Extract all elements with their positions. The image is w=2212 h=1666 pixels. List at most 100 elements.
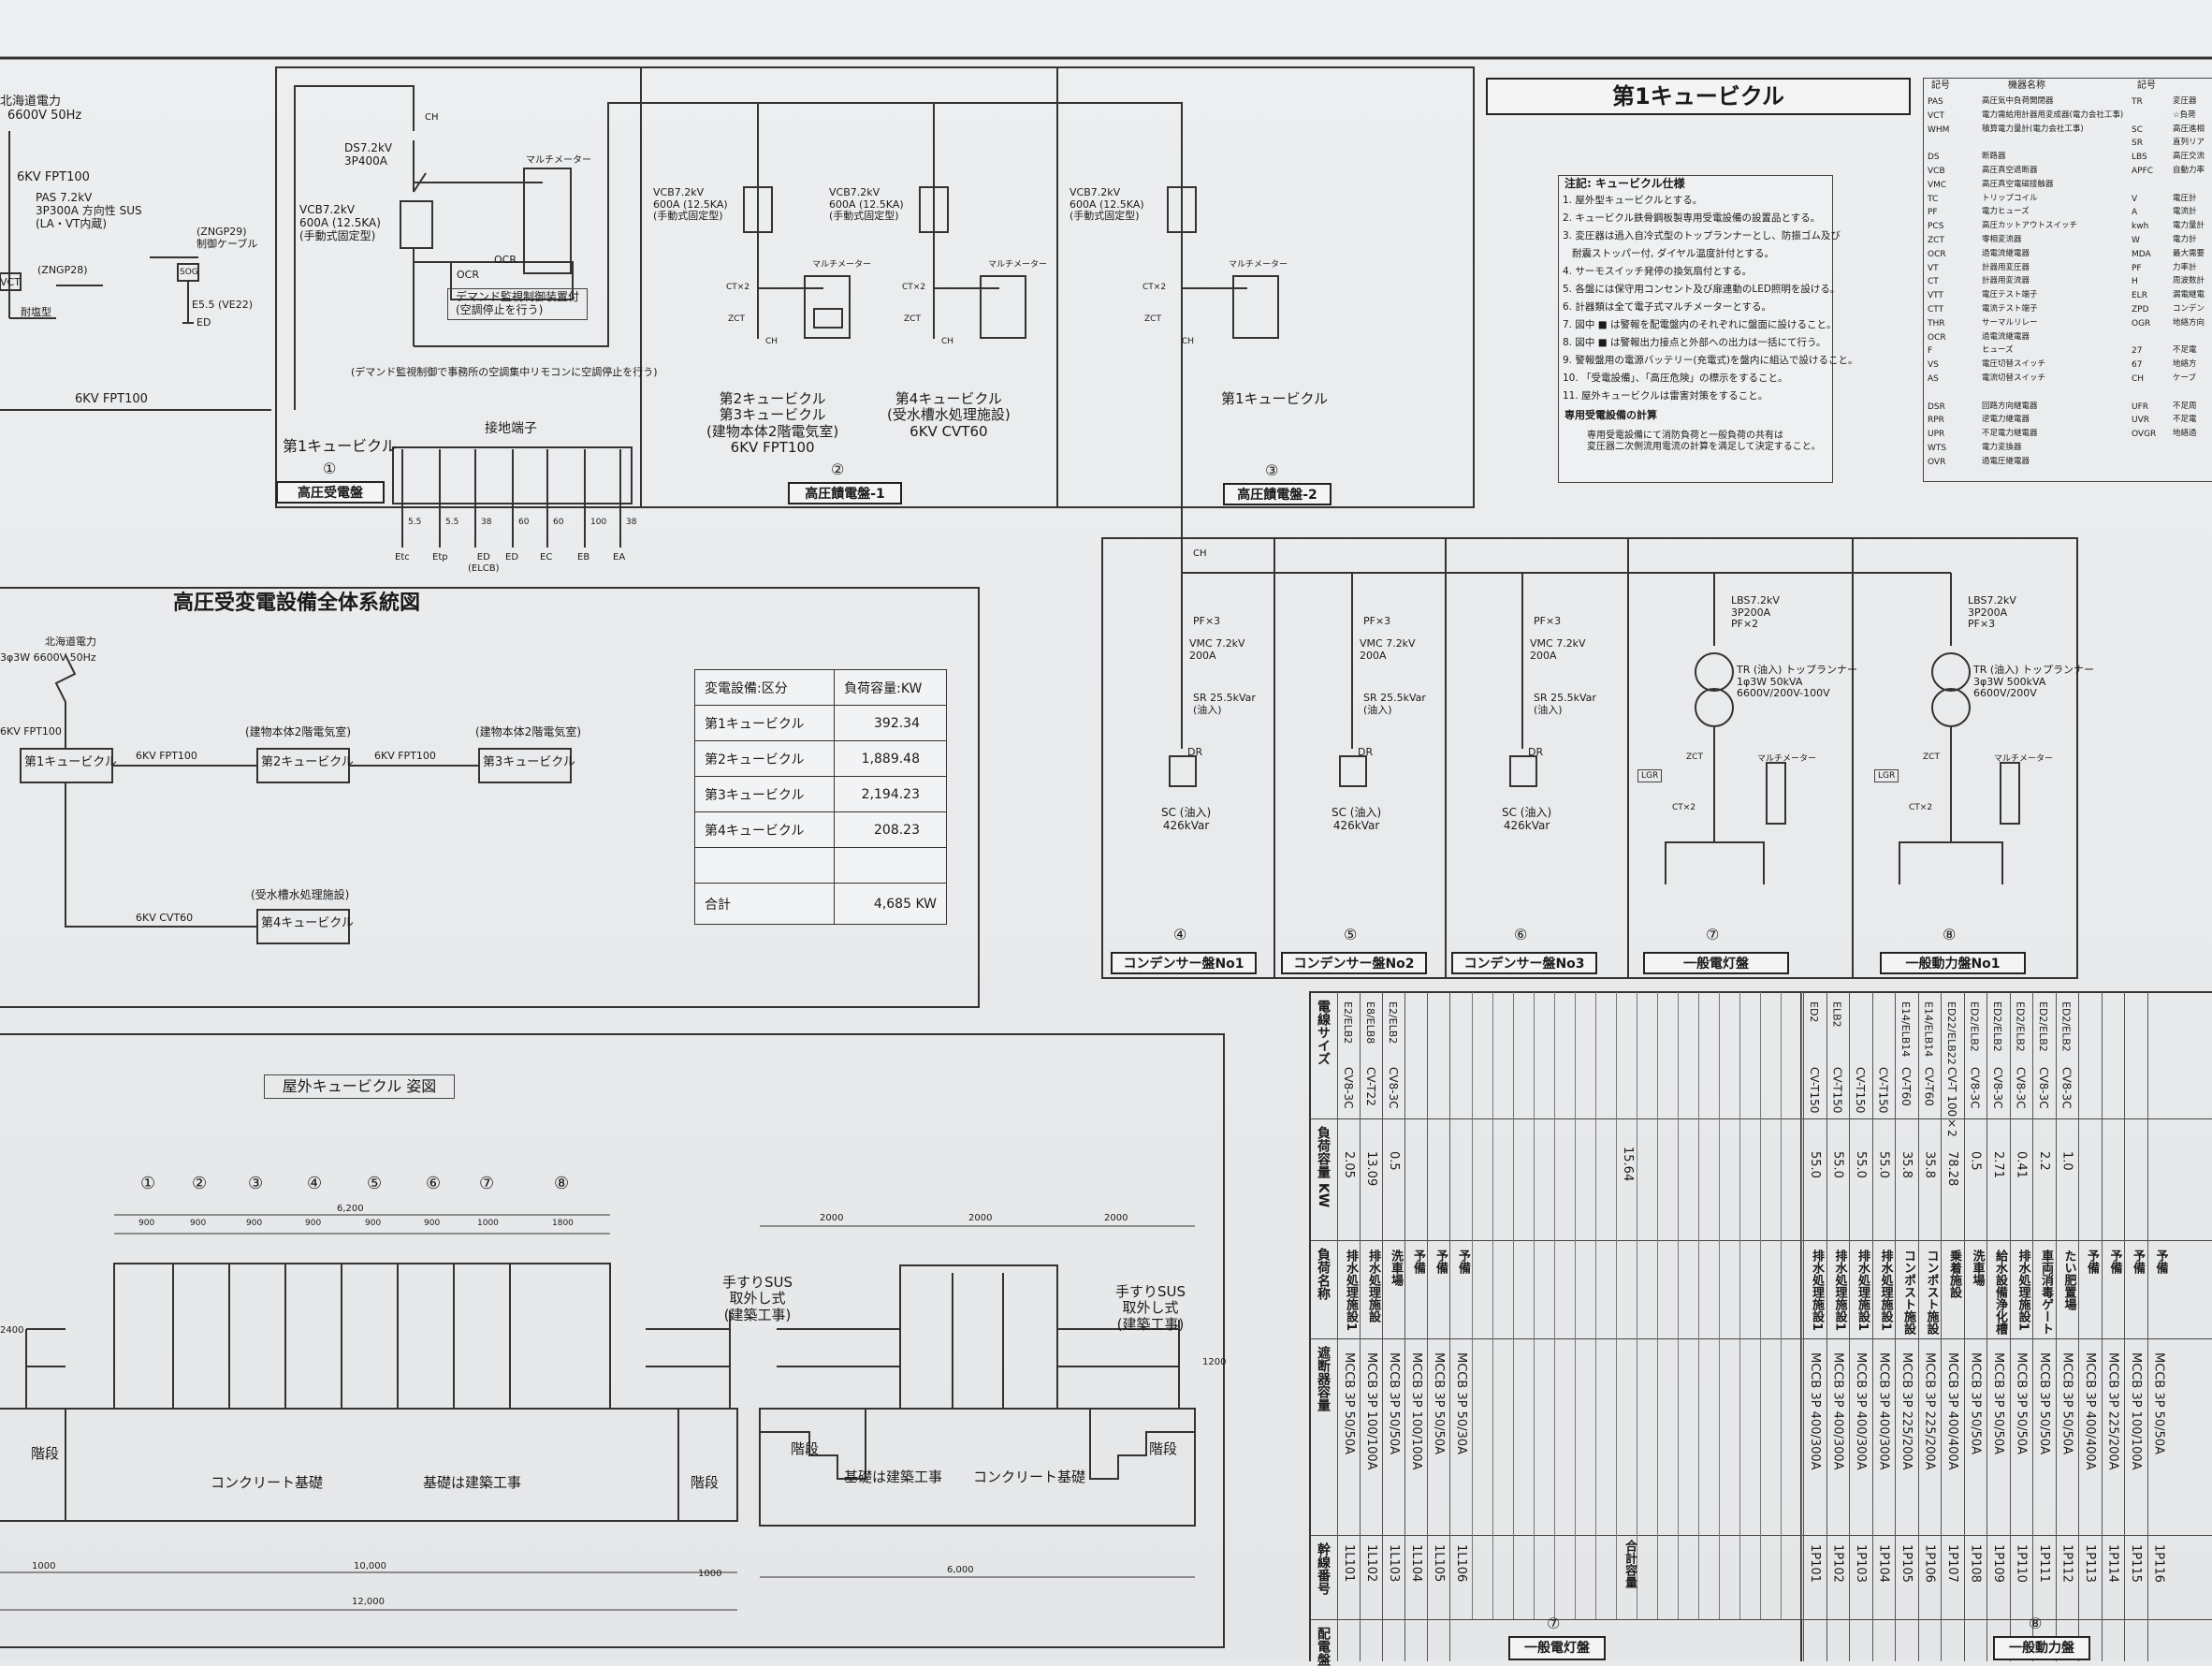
circuit-load-name: 予備 xyxy=(1456,1250,1470,1274)
circuit-number: 1P108 xyxy=(1968,1544,1983,1583)
bottom-cable-label: 6KV FPT100 xyxy=(75,392,148,406)
legend-symbol: H xyxy=(2132,277,2138,287)
earth-label: Etc xyxy=(395,552,410,563)
elevation-width: 900 xyxy=(138,1219,155,1228)
circuit-load-name: たい肥置場 xyxy=(2061,1250,2076,1310)
circuit-earth: ED2/ELB2 xyxy=(1991,1001,2003,1052)
elevation-width: 900 xyxy=(305,1219,322,1228)
ocr-label: OCR xyxy=(457,269,479,281)
earth-label: ED xyxy=(505,552,519,563)
circuit-empty-col xyxy=(1513,992,1514,1619)
legend-name: 高圧真空電磁接触器 xyxy=(1982,179,2054,189)
system-c3-cable: 6KV FPT100 xyxy=(374,750,436,762)
circuit-number: 1P102 xyxy=(1830,1544,1845,1583)
circuit-kw: 0.41 xyxy=(2014,1151,2029,1178)
circuit-load-name: 排水処理施設1 xyxy=(1855,1250,1870,1332)
circuit-breaker: MCCB 3P 400/300A xyxy=(1876,1352,1891,1470)
legend-name: 自動力率 xyxy=(2173,166,2205,175)
multimeter-label: マルチメーター xyxy=(526,155,591,166)
circuit-col-divider xyxy=(1826,992,1827,1661)
load-row-capacity: 392.34 xyxy=(834,705,947,741)
elevation-total-width: 6,200 xyxy=(337,1204,364,1214)
load-row-capacity: 2,194.23 xyxy=(834,776,947,812)
vct-label: VCT xyxy=(0,276,21,288)
circuit-breaker: MCCB 3P 50/50A xyxy=(2014,1352,2029,1455)
circuit-breaker: MCCB 3P 50/50A xyxy=(1968,1352,1983,1455)
elevation-number: ⑤ xyxy=(367,1174,383,1193)
circuit-breaker: MCCB 3P 50/50A xyxy=(1432,1352,1446,1455)
system-cubicle2: 第2キュービクル xyxy=(261,755,354,769)
feeder-zct-label: ZCT xyxy=(728,314,745,324)
circuit-breaker: MCCB 3P 50/50A xyxy=(2151,1352,2166,1455)
circuit-col-divider xyxy=(1941,992,1942,1661)
panel1-label: 高圧受電盤 xyxy=(276,481,385,504)
legend-name: 過電流継電器 xyxy=(1982,248,2030,258)
side-stairs-left: 階段 xyxy=(791,1440,820,1457)
circuit-breaker: MCCB 3P 50/50A xyxy=(1342,1352,1356,1455)
legend-symbol: TC xyxy=(1928,194,1939,204)
circuit-col-divider xyxy=(2055,992,2057,1661)
earth-size: 5.5 xyxy=(408,518,422,527)
feeder-multimeter-label: マルチメーター xyxy=(1229,260,1288,270)
circuit-empty-col xyxy=(1801,992,1802,1619)
ct-label: CT×2 xyxy=(1672,803,1696,812)
circuit-cable: CV-T60 xyxy=(1922,1067,1936,1106)
circuit-number: 1L103 xyxy=(1387,1544,1401,1583)
elevation-width: 1800 xyxy=(552,1219,574,1228)
side-base-label-2: コンクリート基礎 xyxy=(973,1469,1086,1485)
system-c2-note: (建物本体2階電気室) xyxy=(245,725,351,738)
legend-name: 電力ヒューズ xyxy=(1982,207,2030,217)
earth-label: Etp xyxy=(432,552,448,563)
load-header-category: 変電設備:区分 xyxy=(693,669,836,706)
sc-label: SC (油入) 426kVar xyxy=(1502,806,1552,832)
side-dim-1200: 1200 xyxy=(1202,1357,1227,1367)
circuit-number: 1P105 xyxy=(1899,1544,1914,1583)
legend-name: 地絡方 xyxy=(2173,359,2197,370)
circuit-kw: 1.0 xyxy=(2059,1151,2074,1171)
e5-label: E5.5 (VE22) xyxy=(192,299,253,311)
dr-label: DR xyxy=(1528,746,1544,758)
load-row-category: 第4キュービクル xyxy=(693,811,836,848)
legend-name: ☆負荷 xyxy=(2173,110,2196,120)
circuit-empty-col xyxy=(1554,992,1555,1619)
sog-label: SOG xyxy=(180,268,198,277)
legend-name: 不足電力継電器 xyxy=(1982,429,2038,439)
panel-number: ⑦ xyxy=(1706,926,1720,943)
vmc-label: VMC 7.2kV 200A xyxy=(1530,637,1586,662)
legend-symbol: ZPD xyxy=(2132,305,2149,314)
legend-symbol: WHM xyxy=(1928,124,1950,135)
earth-label: EB xyxy=(577,552,590,563)
legend-symbol: OVGR xyxy=(2132,430,2157,440)
note-item: 4. サーモスイッチ発停の換気扇付とする。 xyxy=(1563,266,1753,277)
circuit-empty-col xyxy=(1678,992,1679,1619)
circuit-breaker: MCCB 3P 225/200A xyxy=(1922,1352,1937,1470)
legend-header-symbol: 記号 xyxy=(1931,80,1950,91)
pf-label: PF×3 xyxy=(1193,615,1221,627)
lighting-total-label: 合計容量 xyxy=(1623,1540,1637,1588)
circuit-breaker: MCCB 3P 50/50A xyxy=(2037,1352,2051,1455)
circuit-col-divider xyxy=(2078,992,2079,1661)
handrail-note-1: 手すりSUS 取外し式 (建築工事) xyxy=(722,1274,793,1323)
feeder-ct-label: CT×2 xyxy=(1142,283,1167,292)
circuit-cable: CV8-3C xyxy=(2037,1067,2050,1109)
circuit-breaker: MCCB 3P 50/50A xyxy=(1991,1352,2005,1455)
circuit-cable: CV8-3C xyxy=(1342,1067,1355,1109)
utility-label: 北海道電力 xyxy=(0,95,62,109)
vcb-incoming-label: VCB7.2kV 600A (12.5KA) (手動式固定型) xyxy=(299,203,381,242)
power-panel-label: 一般動力盤 xyxy=(1993,1636,2090,1660)
circuit-load-name: コンポスト施設 xyxy=(1901,1250,1915,1335)
circuit-kw: 0.5 xyxy=(1387,1151,1401,1171)
note-item: 耐震ストッパー付, ダイヤル温度計付とする。 xyxy=(1563,248,1775,259)
legend-name: 直列リア xyxy=(2173,138,2205,148)
legend-symbol: OCR xyxy=(1928,332,1946,343)
load-total-label: 合計 xyxy=(693,883,836,925)
load-total-unit: KW xyxy=(915,896,937,912)
earth-size: 100 xyxy=(590,518,607,527)
circuit-breaker: MCCB 3P 100/100A xyxy=(1364,1352,1378,1470)
circuit-kw: 35.8 xyxy=(1899,1151,1914,1178)
circuit-cable: CV-T150 xyxy=(1876,1067,1890,1114)
system-c3-note: (建物本体2階電気室) xyxy=(475,725,581,738)
notes-header: 注記: キュービクル仕様 xyxy=(1564,177,1685,190)
